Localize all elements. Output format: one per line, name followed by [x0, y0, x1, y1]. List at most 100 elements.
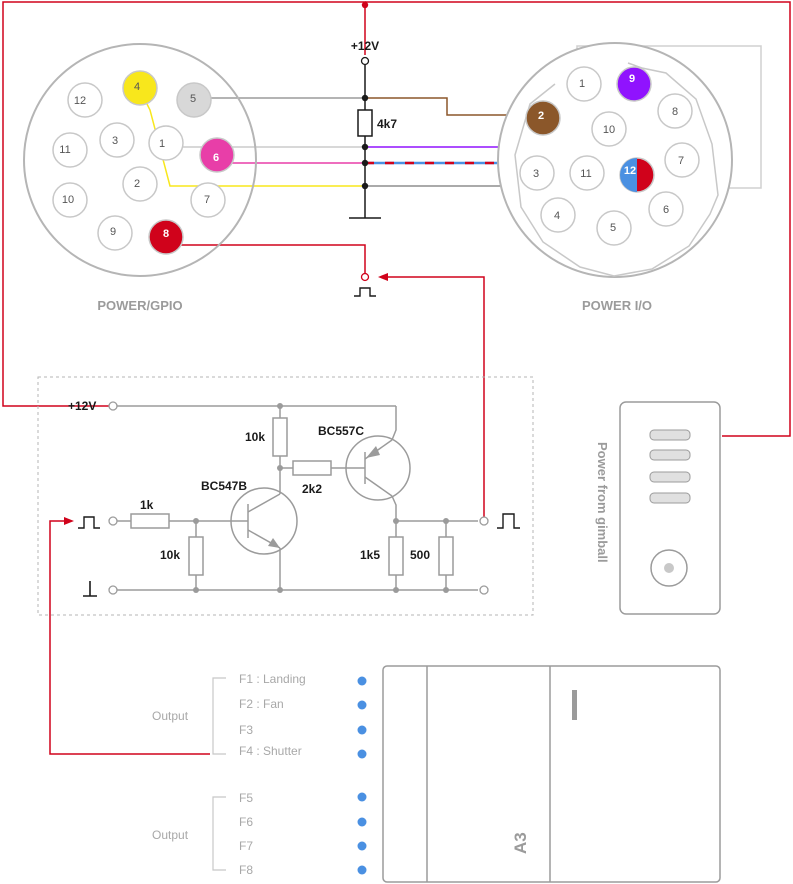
resistor-4k7-label: 4k7 [377, 117, 397, 131]
junction-dot [443, 518, 449, 524]
pulse-icon-output [497, 513, 520, 529]
output-pin-f1 [357, 676, 367, 686]
output-group-2-label: Output [152, 828, 189, 842]
svg-text:7: 7 [678, 155, 684, 167]
svg-text:6: 6 [663, 204, 669, 216]
output-bracket-2 [212, 796, 226, 871]
pnp-collector-lead [391, 495, 397, 521]
a3-label: A3 [511, 832, 530, 854]
pulse-icon-input [78, 516, 100, 529]
circuit-terminals [108, 401, 489, 595]
svg-text:11: 11 [580, 168, 591, 180]
output-f6: F6 [239, 815, 253, 829]
pin-1: 1 [566, 66, 602, 102]
top-12v-label: +12V [351, 39, 379, 53]
bc547b-label: BC547B [201, 479, 247, 493]
output-terminal [479, 516, 489, 526]
output-group-1-label: Output [152, 709, 189, 723]
pin-11: 11 [52, 132, 88, 168]
output-pin-dots [357, 676, 367, 875]
pin-6: 6 [199, 137, 235, 173]
pin-7: 7 [190, 182, 226, 218]
junction-dot [393, 587, 399, 593]
output-f5: F5 [239, 791, 253, 805]
resistor-10k-bottom [188, 536, 204, 576]
wire-red-pin8 [166, 244, 366, 273]
transistor-bc547b [230, 485, 298, 555]
resistor-2k2 [292, 460, 332, 476]
svg-text:9: 9 [110, 226, 116, 238]
output-bracket-1 [212, 677, 226, 755]
junction-dot [361, 159, 369, 167]
svg-text:2: 2 [538, 110, 544, 122]
vcc-terminal [108, 401, 118, 411]
svg-text:9: 9 [629, 73, 635, 85]
svg-text:4: 4 [554, 210, 560, 222]
pin-10: 10 [591, 111, 627, 147]
circuit-resistors [130, 417, 454, 576]
module-body [619, 401, 721, 615]
transistor-body [230, 487, 298, 555]
vent-slot [649, 471, 691, 483]
output-pin-f7 [357, 841, 367, 851]
svg-text:3: 3 [533, 168, 539, 180]
transistor-bc557c [345, 435, 411, 501]
wire-right-power-loop [365, 1, 791, 437]
wire-brown [365, 97, 541, 116]
junction-dot [277, 403, 283, 409]
interface-circuit: +12V 10k 2k2 BC557C BC547B 1k 10k 1k5 50… [37, 376, 534, 616]
output-f4: F4 : Shutter [239, 744, 302, 758]
ground-terminal-right [479, 585, 489, 595]
r500-label: 500 [410, 548, 430, 562]
output-f7: F7 [239, 839, 253, 853]
pulse-icon-top [354, 287, 376, 297]
pin-1: 1 [148, 125, 184, 161]
ground-icon [83, 581, 97, 597]
pin-12: 12 [67, 82, 103, 118]
power-jack-pin [664, 563, 674, 573]
output-pin-f8 [357, 865, 367, 875]
circuit-boundary [37, 376, 534, 616]
gimbal-power-module: Power from gimball [595, 401, 721, 615]
resistor-500 [438, 536, 454, 576]
output-groups: Output Output F1 : Landing F2 : Fan F3 F… [152, 672, 367, 877]
pin-2: 2 [525, 100, 561, 136]
arrow-trigger-output [378, 273, 388, 281]
junction-dot [277, 465, 283, 471]
circuit-vcc-label: +12V [68, 399, 96, 413]
resistor-1k [130, 513, 170, 529]
junction-dot [193, 518, 199, 524]
output-f8: F8 [239, 863, 253, 877]
svg-text:12: 12 [624, 165, 636, 177]
junction-dot [361, 143, 369, 151]
pin-3: 3 [99, 122, 135, 158]
arrow-trigger-input [64, 517, 74, 525]
svg-text:8: 8 [672, 106, 678, 118]
pin-4: 4 [540, 197, 576, 233]
wire-trigger-input [49, 520, 210, 755]
resistor-1k5 [388, 536, 404, 576]
pin-10: 10 [52, 182, 88, 218]
vent-slot [649, 449, 691, 461]
svg-text:5: 5 [610, 222, 616, 234]
connector-gpio-title: POWER/GPIO [97, 298, 182, 313]
svg-text:10: 10 [603, 124, 615, 136]
a3-module: A3 [382, 665, 721, 883]
r2k2-label: 2k2 [302, 482, 322, 496]
pin-5: 5 [596, 210, 632, 246]
pin-4: 4 [122, 70, 158, 106]
emitter-arrow [268, 538, 280, 548]
pin-5: 5 [176, 82, 212, 118]
junction-dot [443, 587, 449, 593]
pin-6: 6 [648, 191, 684, 227]
bc557c-label: BC557C [318, 424, 364, 438]
output-pin-f4 [357, 749, 367, 759]
pin-12: 12 [619, 157, 655, 193]
top-12v-terminal [360, 56, 370, 66]
pin-7: 7 [664, 142, 700, 178]
junction-dot [193, 587, 199, 593]
vent-slot [649, 492, 691, 504]
signal-node-terminal [360, 272, 370, 282]
pin-3: 3 [519, 155, 555, 191]
